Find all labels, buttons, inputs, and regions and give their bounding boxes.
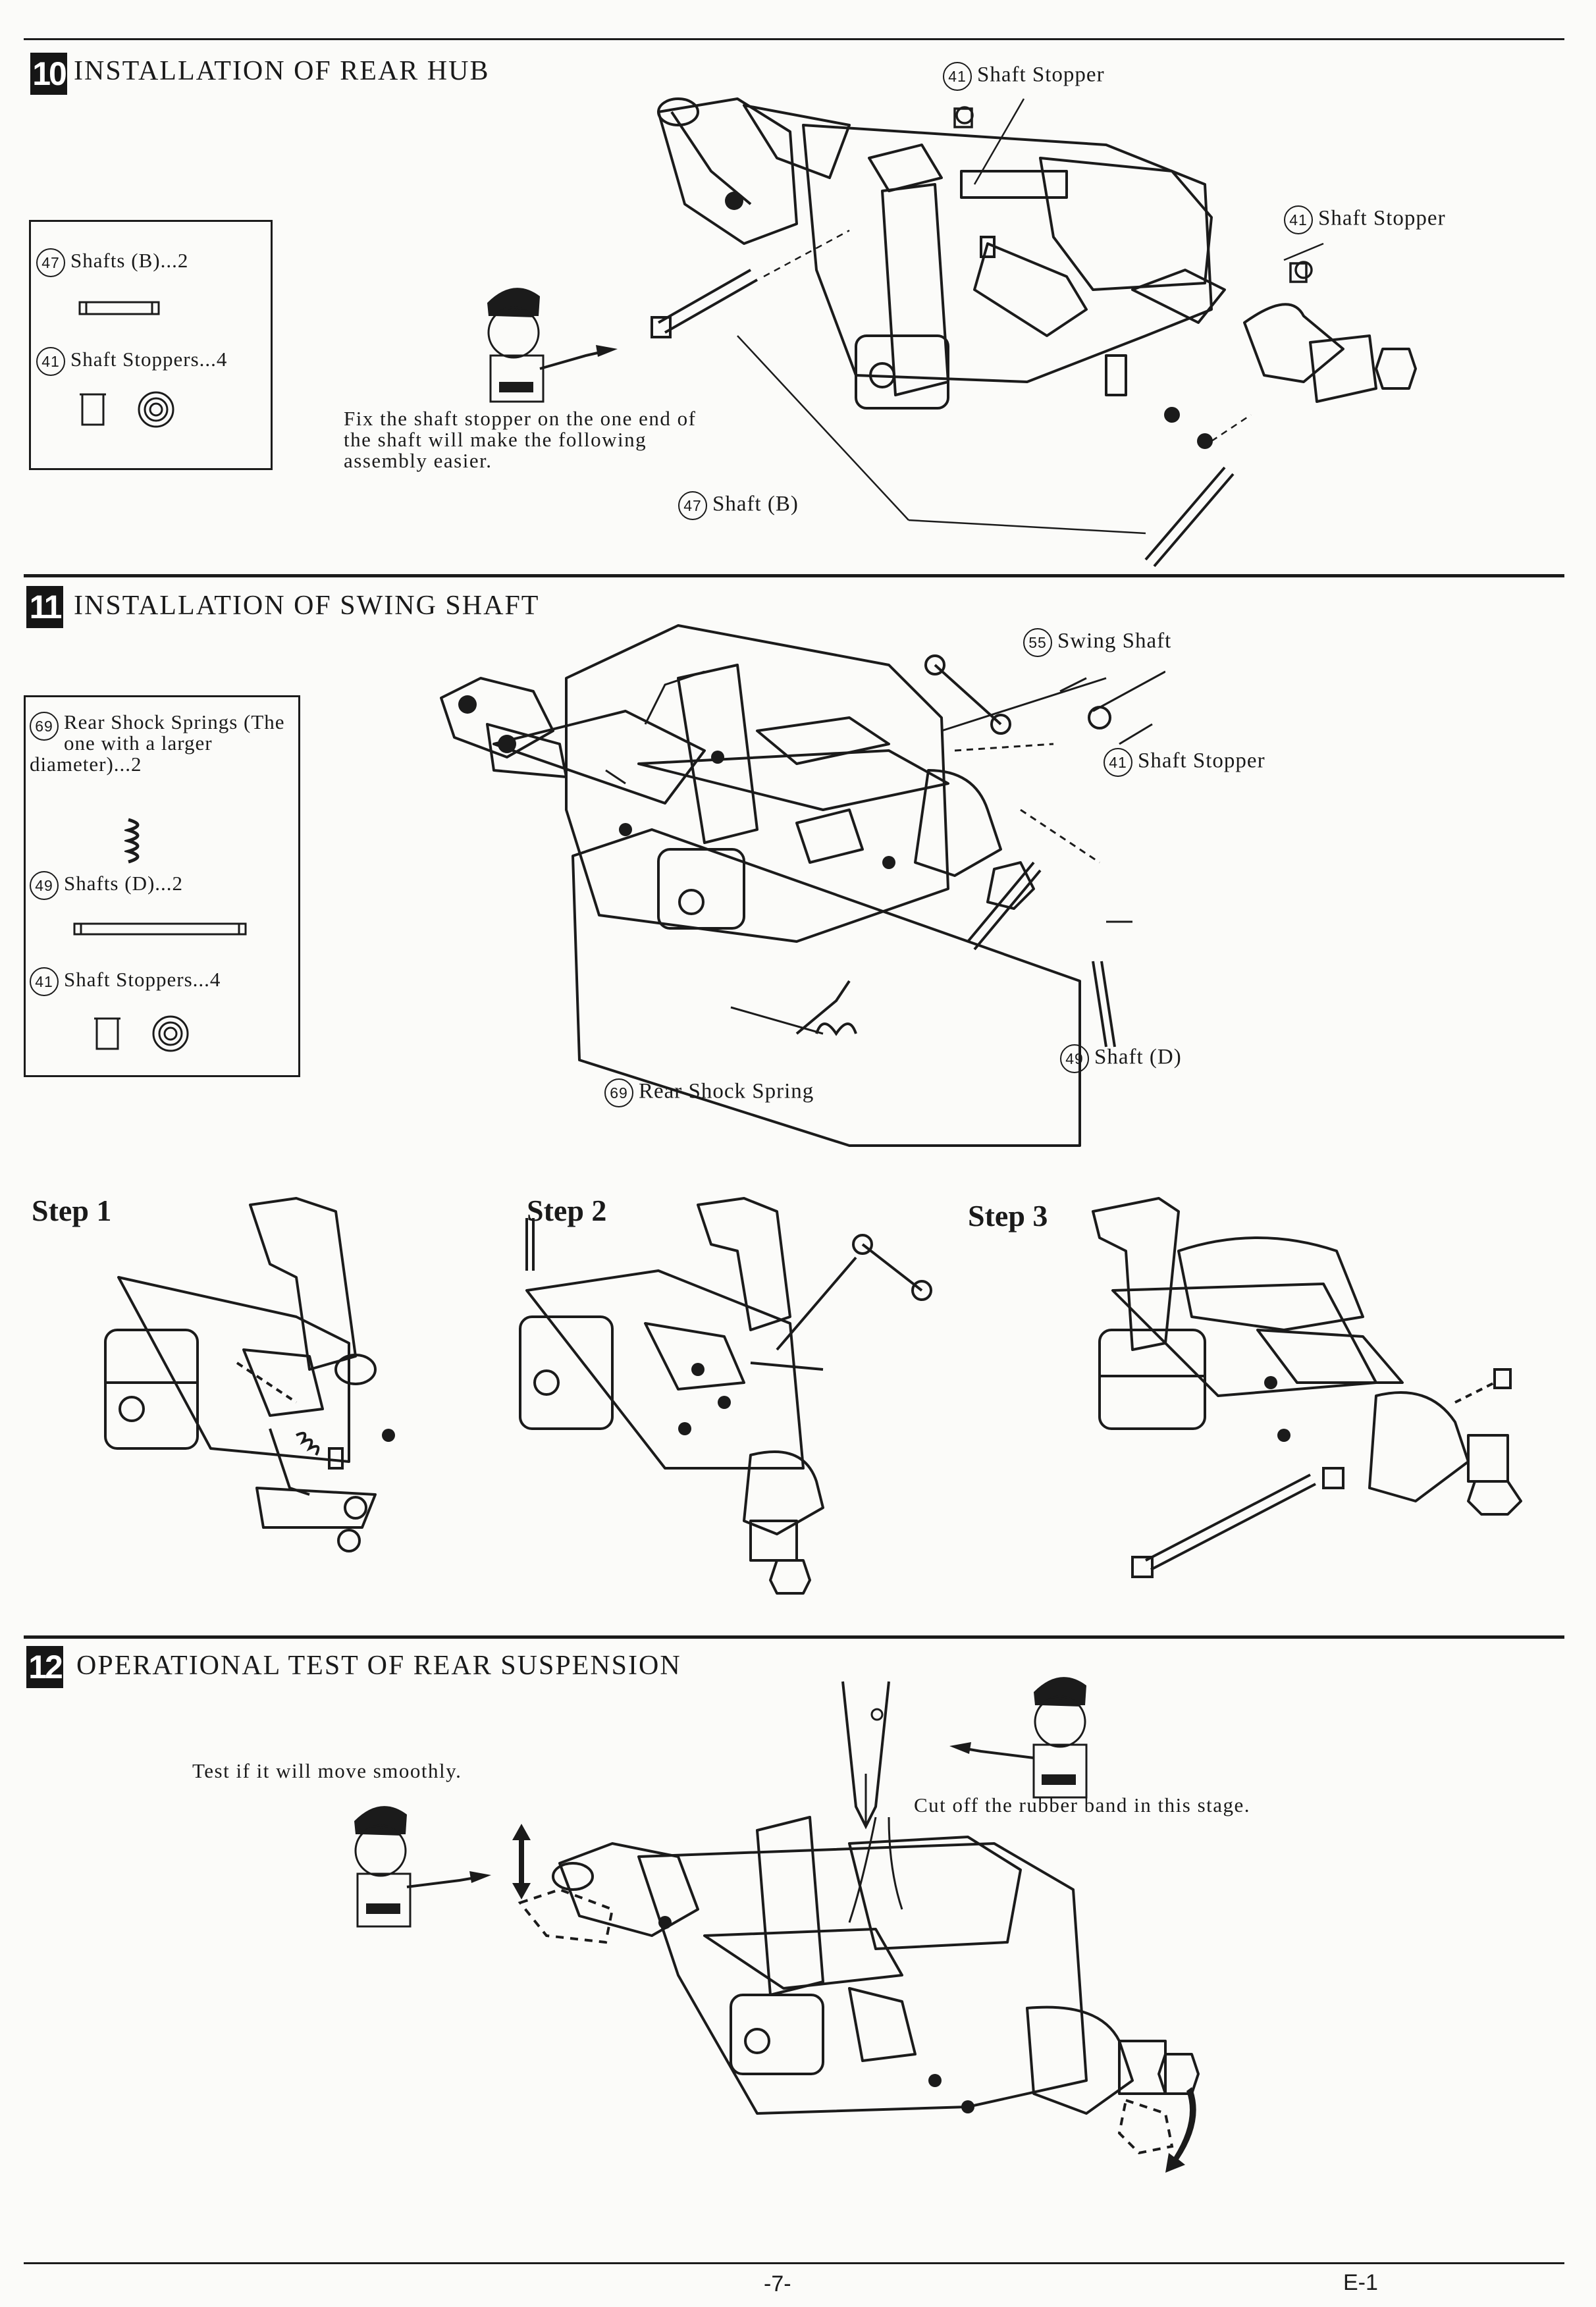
top-rule (24, 38, 1564, 40)
callout-label: Swing Shaft (1057, 629, 1172, 653)
callout-label: Rear Shock Spring (639, 1079, 814, 1103)
shaft-icon (73, 922, 247, 936)
shaft-icon (78, 301, 160, 315)
part-label: Shaft Stoppers...4 (64, 968, 221, 992)
step-2-diagram (519, 1197, 932, 1595)
callout-label: Shaft Stopper (1138, 749, 1265, 773)
mascot-figure (949, 1677, 1088, 1799)
suspension-test-diagram (512, 1816, 1200, 2173)
page-number: -7- (764, 2271, 791, 2296)
section-number-badge: 10 (30, 53, 67, 95)
step-3-diagram (1092, 1197, 1522, 1578)
callout-label: Shaft (D) (1094, 1045, 1182, 1069)
bottom-rule (24, 2262, 1564, 2264)
part-number: 47 (36, 248, 65, 277)
section-number-badge: 12 (26, 1646, 63, 1688)
callout-label: Shaft Stopper (1318, 206, 1446, 230)
callout-number: 41 (1284, 205, 1313, 234)
section-title: INSTALLATION OF SWING SHAFT (74, 591, 540, 621)
section-title: INSTALLATION OF REAR HUB (74, 56, 490, 86)
nipper-cutter-icon (841, 1681, 890, 1830)
test-note: Test if it will move smoothly. (192, 1759, 462, 1782)
step-1-diagram (104, 1197, 395, 1552)
step-label: Step 1 (32, 1194, 112, 1227)
section-number-badge: 11 (26, 586, 63, 628)
mascot-figure (487, 288, 618, 403)
callout-label: Shaft Stopper (977, 63, 1105, 87)
callout-number: 41 (943, 62, 972, 91)
part-label: Rear Shock Springs (The one with a large… (30, 710, 285, 776)
part-number: 69 (30, 712, 59, 741)
section-divider (24, 574, 1564, 577)
swing-shaft-diagram (440, 624, 1165, 1147)
part-label: Shaft Stoppers...4 (70, 348, 228, 371)
shaft-stopper-icon (80, 391, 174, 428)
spring-icon (124, 818, 140, 864)
mascot-figure (354, 1806, 491, 1928)
part-number: 49 (30, 871, 59, 900)
shaft-stopper-icon (94, 1015, 189, 1052)
callout-number: 55 (1023, 628, 1052, 657)
callout-number: 69 (604, 1078, 633, 1107)
part-label: Shafts (B)...2 (70, 249, 189, 273)
step-label: Step 2 (527, 1194, 607, 1227)
step-label: Step 3 (968, 1199, 1048, 1233)
section-divider (24, 1635, 1564, 1639)
callout-label: Shaft (B) (712, 492, 799, 516)
section-title: OPERATIONAL TEST OF REAR SUSPENSION (76, 1651, 681, 1681)
part-label: Shafts (D)...2 (64, 872, 184, 895)
part-number: 41 (36, 347, 65, 376)
page-code: E-1 (1343, 2270, 1378, 2295)
rear-hub-diagram (651, 97, 1417, 568)
assembly-note: Fix the shaft stopper on the one end of … (344, 407, 697, 472)
callout-number: 49 (1060, 1044, 1089, 1073)
part-number: 41 (30, 967, 59, 996)
callout-number: 41 (1104, 748, 1132, 777)
callout-number: 47 (678, 491, 707, 520)
